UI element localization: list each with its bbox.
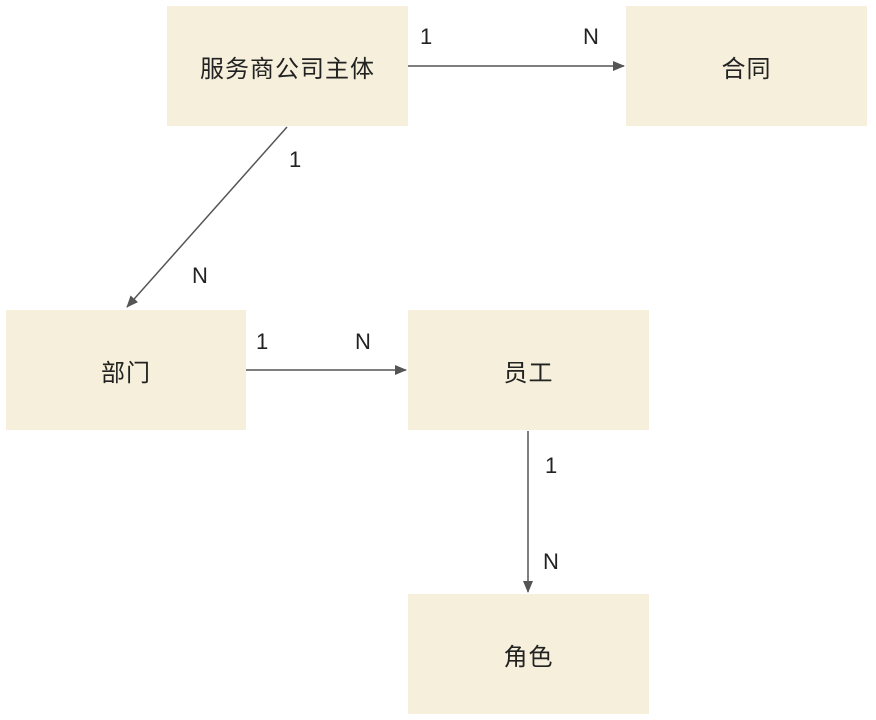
entity-role[interactable]: 角色 bbox=[408, 594, 649, 714]
cardinality-provider-department-to: N bbox=[192, 263, 208, 288]
cardinality-employee-role-to: N bbox=[543, 549, 559, 574]
entity-label: 合同 bbox=[721, 54, 772, 83]
entity-contract[interactable]: 合同 bbox=[626, 6, 867, 126]
entity-label: 服务商公司主体 bbox=[200, 54, 375, 83]
cardinality-department-employee-to: N bbox=[355, 329, 371, 354]
cardinality-department-employee-from: 1 bbox=[256, 329, 269, 354]
cardinality-provider-department-from: 1 bbox=[289, 147, 302, 172]
entity-employee[interactable]: 员工 bbox=[408, 310, 649, 430]
entity-provider-company[interactable]: 服务商公司主体 bbox=[167, 6, 408, 126]
cardinality-provider-contract-from: 1 bbox=[420, 24, 433, 49]
cardinality-provider-contract-to: N bbox=[583, 24, 599, 49]
entity-label: 部门 bbox=[101, 358, 151, 387]
entity-label: 员工 bbox=[503, 358, 554, 387]
arrow-provider-to-department bbox=[126, 126, 288, 308]
entity-department[interactable]: 部门 bbox=[6, 310, 246, 430]
entity-label: 角色 bbox=[503, 642, 554, 671]
cardinality-employee-role-from: 1 bbox=[545, 453, 558, 478]
